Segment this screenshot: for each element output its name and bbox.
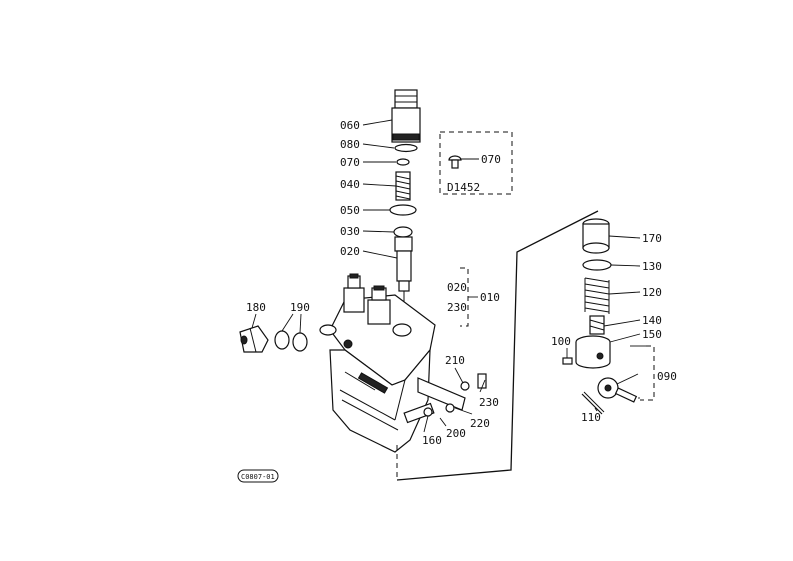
callout-080: 080 [340, 138, 360, 151]
inset-valve-part [448, 155, 462, 169]
callout-220: 220 [470, 417, 490, 430]
callout-030: 030 [340, 225, 360, 238]
callout-060: 060 [340, 119, 360, 132]
gasket-070 [396, 158, 410, 166]
delivery-valve-holder [391, 89, 421, 143]
callout-230-group: 230 [447, 301, 467, 314]
callout-070: 070 [340, 156, 360, 169]
callout-230: 230 [479, 396, 499, 409]
retainer-140 [589, 315, 605, 335]
callout-020-group: 020 [447, 281, 467, 294]
roller-090 [597, 377, 638, 403]
callout-120: 120 [642, 286, 662, 299]
callout-160: 160 [422, 434, 442, 447]
washer-190b [292, 332, 308, 352]
spring-seat-170 [582, 218, 610, 254]
washer-190a [274, 330, 290, 350]
callout-110: 110 [581, 411, 601, 424]
variant-code: D1452 [447, 181, 480, 194]
callout-010: 010 [480, 291, 500, 304]
pin-110 [581, 391, 605, 415]
callout-170: 170 [642, 232, 662, 245]
callout-200: 200 [446, 427, 466, 440]
callout-190: 190 [290, 301, 310, 314]
stamp-text: C0807-01 [241, 473, 275, 481]
callout-090: 090 [657, 370, 677, 383]
valve-030 [393, 226, 413, 238]
screw-100 [562, 357, 573, 365]
callout-labels: 060 080 070 040 050 030 020 020 010 230 … [246, 119, 677, 447]
callout-040: 040 [340, 178, 360, 191]
callout-210: 210 [445, 354, 465, 367]
callout-180: 180 [246, 301, 266, 314]
assembly-frame [396, 210, 599, 481]
banjo-bolt-180 [239, 325, 269, 353]
oring-080 [394, 143, 418, 153]
callout-150: 150 [642, 328, 662, 341]
plunger-barrel-020 [394, 236, 413, 302]
leader-lines [251, 119, 646, 433]
washer-130 [582, 259, 612, 271]
spring-120 [584, 277, 610, 314]
gasket-050 [389, 204, 417, 216]
spring-040 [395, 171, 411, 201]
variant-inset: 070 D1452 [439, 131, 513, 195]
pump-body [319, 273, 436, 453]
inset-callout: 070 [481, 153, 501, 166]
tappet-150 [575, 335, 611, 369]
drawing-stamp: C0807-01 [237, 469, 279, 483]
callout-100: 100 [551, 335, 571, 348]
callout-050: 050 [340, 204, 360, 217]
callout-130: 130 [642, 260, 662, 273]
callout-140: 140 [642, 314, 662, 327]
callout-020: 020 [340, 245, 360, 258]
